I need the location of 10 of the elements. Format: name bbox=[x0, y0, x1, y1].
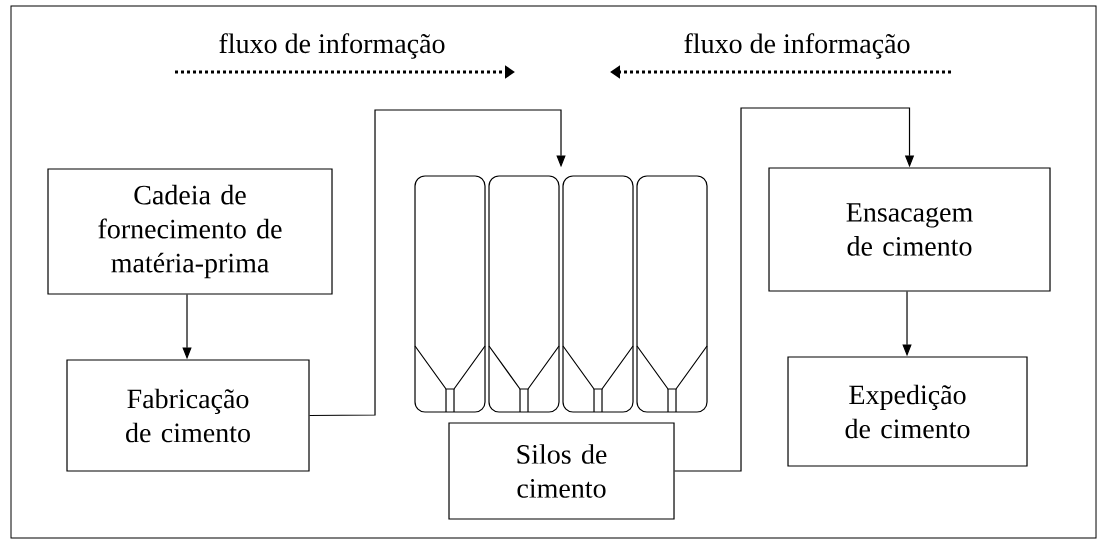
arrow bbox=[674, 107, 915, 472]
flow-label: fluxo de informação bbox=[219, 33, 445, 59]
process-box: Expedição de cimento bbox=[787, 356, 1028, 467]
process-box: Fabricação de cimento bbox=[66, 359, 310, 472]
arrow bbox=[309, 109, 566, 417]
process-box: Cadeia de fornecimento de matéria-prima bbox=[47, 168, 333, 295]
process-box: Silos de cimento bbox=[448, 422, 675, 520]
process-box: Ensacagem de cimento bbox=[768, 167, 1051, 292]
flow-label: fluxo de informação bbox=[684, 33, 910, 59]
silos-drawing bbox=[414, 175, 708, 413]
